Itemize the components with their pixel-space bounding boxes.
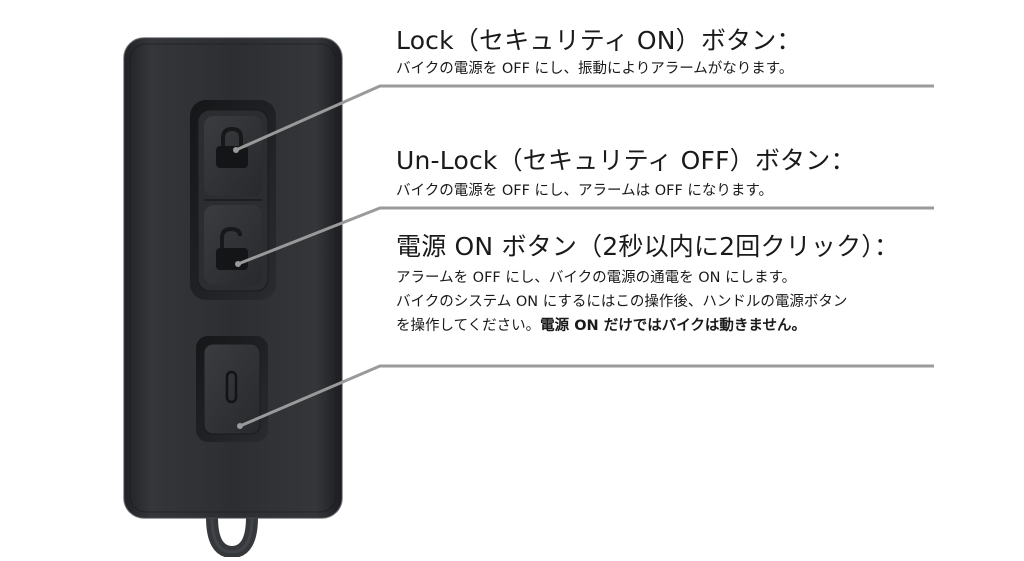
power-button-title: 電源 ON ボタン（2秒以内に2回クリック）：	[396, 232, 900, 261]
power-button-description-line-2: バイクのシステム ON にするにはこの操作後、ハンドルの電源ボタン	[396, 294, 848, 310]
power-button[interactable]	[196, 336, 268, 442]
power-button-description-line-3: を操作してください。電源 ON だけではバイクは動きません。	[396, 314, 996, 338]
unlock-button-title: Un-Lock（セキュリティ OFF）ボタン：	[396, 146, 856, 175]
unlock-button[interactable]	[204, 205, 262, 285]
power-button-description-line-1: アラームを OFF にし、バイクの電源の通電を ON にします。	[396, 270, 797, 286]
power-button-instruction: を操作してください。	[396, 318, 541, 334]
lock-button-title: Lock（セキュリティ ON）ボタン：	[396, 26, 802, 55]
power-slot-icon	[225, 370, 238, 404]
unlock-button-description: バイクの電源を OFF にし、アラームは OFF になります。	[396, 183, 773, 199]
power-button-annotation: 電源 ON ボタン（2秒以内に2回クリック）： アラームを OFF にし、バイク…	[396, 232, 996, 338]
leader-line-power	[237, 364, 934, 429]
lock-button[interactable]	[204, 116, 262, 196]
padlock-closed-icon	[216, 126, 248, 168]
lock-button-annotation: Lock（セキュリティ ON）ボタン： バイクの電源を OFF にし、振動により…	[396, 26, 996, 81]
key-ring-loop	[206, 511, 258, 559]
lock-button-description: バイクの電源を OFF にし、振動によりアラームがなります。	[396, 61, 794, 77]
unlock-button-annotation: Un-Lock（セキュリティ OFF）ボタン： バイクの電源を OFF にし、ア…	[396, 146, 996, 203]
leader-line-lock	[233, 84, 934, 153]
power-button-warning: 電源 ON だけではバイクは動きません。	[540, 318, 806, 334]
leader-line-unlock	[235, 206, 934, 267]
